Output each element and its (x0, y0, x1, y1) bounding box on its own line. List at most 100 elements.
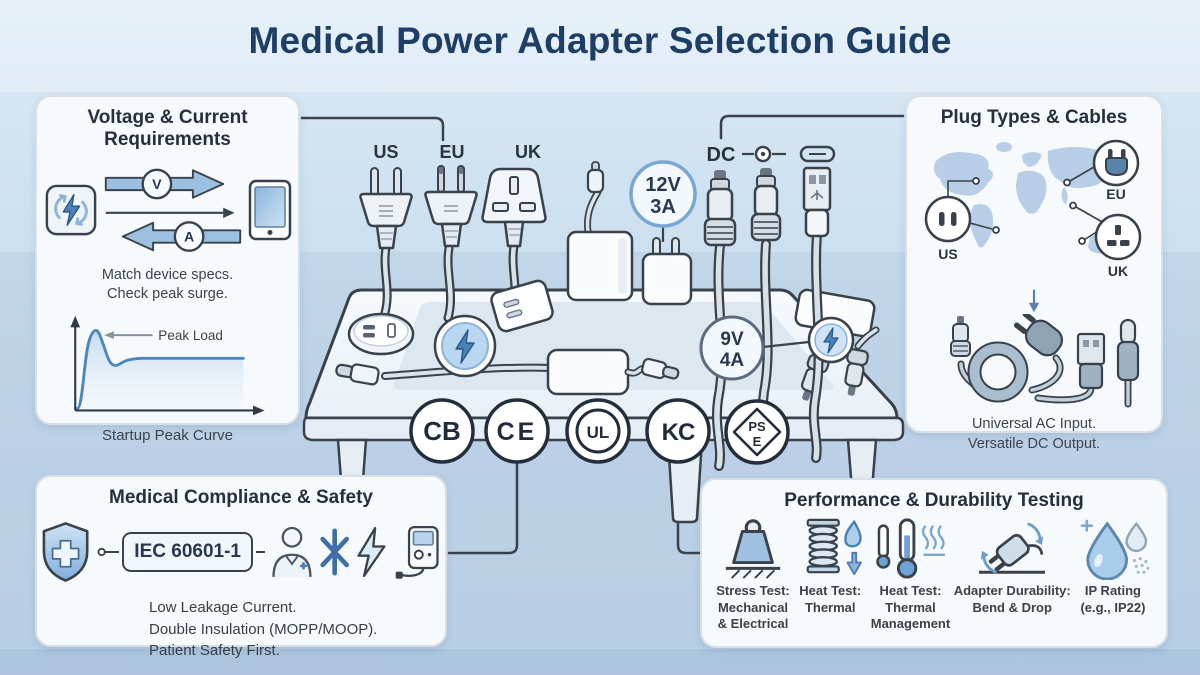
usb-c-mini (1116, 319, 1140, 382)
world-map-callouts: US EU UK (907, 133, 1161, 288)
svg-text:E: E (753, 434, 762, 449)
link-dot-line (97, 548, 120, 557)
cross-icon (51, 540, 80, 568)
speckle-dots (1132, 557, 1150, 575)
weight-icon (725, 519, 781, 580)
svg-text:12V: 12V (645, 174, 681, 196)
plug-tip (396, 571, 404, 580)
us-plug-label: US (373, 142, 398, 162)
panel-voltage-current: Voltage & Current Requirements V A (35, 95, 300, 444)
eu-plug-glyph (1105, 157, 1128, 177)
medical-device-icon (396, 526, 439, 580)
standing-adapter (566, 161, 634, 302)
lightning-icon (455, 329, 475, 364)
panel-connector-lines (300, 114, 905, 555)
cross-icon (300, 562, 308, 570)
peak-load-label: Peak Load (158, 328, 223, 343)
spring-flame-icon (806, 519, 863, 576)
cable-coil (967, 341, 1029, 403)
svg-text:KC: KC (662, 419, 695, 446)
badge-link-line (762, 340, 810, 349)
startup-peak-chart: Peak Load Startup Peak Curve (37, 310, 298, 444)
usb-a-mini (1076, 333, 1106, 390)
test-item-durability: Adapter Durability: Bend & Drop (954, 516, 1071, 632)
connector-voltage-to-eu-plug (300, 116, 445, 142)
down-arrow-icon (846, 552, 863, 576)
sparkle-icon (1080, 519, 1093, 533)
us-outlet-callout: US (924, 196, 972, 262)
test-item-heat-thermal: Heat Test: Thermal Management (870, 516, 950, 632)
cert-ce: CE (484, 398, 550, 464)
usbc-port-symbol (799, 145, 836, 163)
round-outlet (347, 312, 415, 356)
svg-text:UL: UL (587, 423, 610, 442)
panel-plugs-title: Plug Types & Cables (940, 107, 1128, 128)
heat-waves (922, 525, 946, 551)
svg-text:EU: EU (1106, 186, 1125, 202)
test-item-heat-spring: Heat Test: Thermal (793, 516, 867, 632)
cert-ul: UL (565, 398, 631, 464)
compliance-notes: Low Leakage Current. Double Insulation (… (149, 599, 378, 659)
background-bottom-band (0, 649, 1200, 675)
panel-voltage-title: Voltage & Current Requirements (87, 107, 248, 151)
uk-plug (481, 167, 547, 248)
tablet-icon (248, 179, 291, 241)
badge-12v-3a: 12V 3A (629, 160, 697, 228)
dc-label: DC (707, 144, 736, 166)
lightning-icon (357, 527, 386, 578)
cable-bundle-illustration (907, 311, 1161, 415)
outlet-slot (951, 212, 957, 227)
cert-pse: PS E (724, 399, 790, 465)
current-symbol: A (183, 230, 193, 246)
panel-compliance-title: Medical Compliance & Safety (109, 487, 373, 508)
voltage-flow-diagram: V A (37, 158, 298, 262)
lightning-badge-right (807, 316, 855, 364)
usbc-connector-right (641, 357, 680, 380)
dc-tip-2 (844, 348, 869, 396)
iec-standard-badge: IEC 60601-1 (122, 532, 253, 573)
dc-plug-symbol (742, 145, 786, 163)
panel-plug-types: Plug Types & Cables (905, 95, 1163, 452)
peak-pointer-arrow (104, 331, 114, 340)
clinician-icon (272, 527, 312, 578)
background-top-band (0, 0, 1200, 92)
adapter-under-12v-badge (641, 226, 693, 306)
us-plug (359, 167, 413, 250)
usb-a-connector (802, 166, 832, 463)
cert-kc: KC (645, 398, 711, 464)
compliance-icons-row: IEC 60601-1 (37, 513, 445, 591)
panel-medical-compliance: Medical Compliance & Safety IEC 60601-1 (35, 475, 447, 659)
usb-wall-charger (490, 279, 554, 333)
outlet-slot (939, 212, 945, 227)
dc-connector-mini (950, 316, 971, 358)
link-line (255, 551, 266, 554)
connector-ce-to-compliance (447, 458, 519, 555)
startup-curve (75, 329, 245, 411)
eu-plug-callout: EU (1092, 140, 1140, 202)
plugs-note: Universal AC Input. Versatile DC Output. (967, 416, 1101, 452)
asterisk-icon (320, 528, 350, 576)
panel-performance-testing: Performance & Durability Testing Stress … (700, 478, 1168, 648)
uk-plug-label: UK (515, 142, 541, 162)
eu-plug-mini (1013, 311, 1064, 357)
testing-items-row: Stress Test: Mechanical & Electrical Hea… (702, 516, 1166, 632)
voltage-symbol: V (152, 177, 162, 193)
lightning-icon (62, 193, 80, 226)
eu-plug (424, 165, 478, 248)
voltage-current-arrows: V A (104, 168, 241, 252)
dc-barrel-connector-1 (703, 170, 737, 471)
flow-arrowhead (222, 207, 235, 218)
chart-caption: Startup Peak Curve (102, 427, 233, 445)
x-axis-arrow (253, 405, 265, 416)
map-callout-dots (972, 177, 1086, 246)
eu-plug-label: EU (439, 142, 464, 162)
power-adapter-icon (45, 184, 96, 236)
cert-cb: CB (409, 398, 475, 464)
panel-testing-title: Performance & Durability Testing (784, 490, 1084, 511)
power-brick (546, 348, 680, 396)
lightning-badge-left (433, 314, 497, 378)
thermometer-icon (876, 518, 946, 579)
y-axis-arrow (70, 315, 81, 328)
svg-text:UK: UK (1108, 263, 1128, 279)
